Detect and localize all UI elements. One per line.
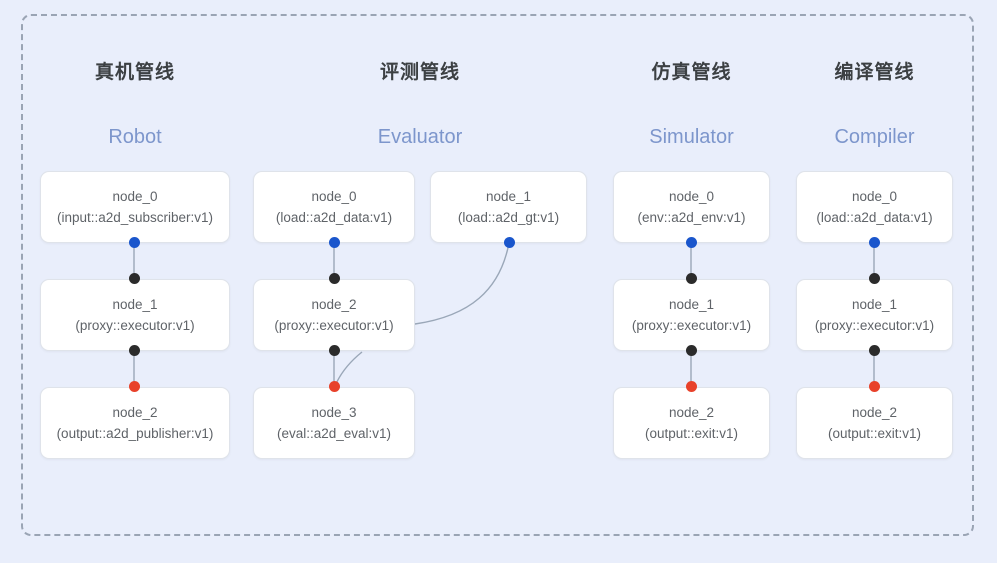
node-card-simulator-node_0[interactable]: node_0 (env::a2d_env:v1) (613, 171, 770, 243)
node-card-robot-node_0[interactable]: node_0 (input::a2d_subscriber:v1) (40, 171, 230, 243)
port-out-compiler-node_1[interactable] (869, 345, 880, 356)
node-type: (load::a2d_data:v1) (275, 209, 393, 225)
node-name: node_2 (112, 404, 158, 420)
node-name: node_2 (851, 404, 898, 420)
node-name: node_0 (851, 188, 898, 204)
node-card-compiler-node_2[interactable]: node_2 (output::exit:v1) (796, 387, 953, 459)
node-type: (proxy::executor:v1) (814, 317, 935, 333)
node-name: node_0 (668, 188, 715, 204)
node-type: (proxy::executor:v1) (274, 317, 394, 333)
node-card-evaluator-node_2[interactable]: node_2 (proxy::executor:v1) (253, 279, 415, 351)
port-input-robot-node_0[interactable] (129, 237, 140, 248)
node-type: (proxy::executor:v1) (75, 317, 195, 333)
node-name: node_0 (311, 188, 357, 204)
node-card-evaluator-node_1[interactable]: node_1 (load::a2d_gt:v1) (430, 171, 587, 243)
node-name: node_1 (485, 188, 532, 204)
node-type: (output::exit:v1) (827, 425, 922, 441)
port-output-evaluator-node_3[interactable] (329, 381, 340, 392)
node-card-simulator-node_1[interactable]: node_1 (proxy::executor:v1) (613, 279, 770, 351)
node-name: node_1 (112, 296, 158, 312)
port-output-robot-node_2[interactable] (129, 381, 140, 392)
node-card-compiler-node_1[interactable]: node_1 (proxy::executor:v1) (796, 279, 953, 351)
port-in-robot-node_1[interactable] (129, 273, 140, 284)
node-type: (proxy::executor:v1) (631, 317, 752, 333)
node-name: node_2 (311, 296, 357, 312)
node-type: (output::a2d_publisher:v1) (56, 425, 214, 441)
node-card-simulator-node_2[interactable]: node_2 (output::exit:v1) (613, 387, 770, 459)
port-input-simulator-node_0[interactable] (686, 237, 697, 248)
node-name: node_1 (851, 296, 898, 312)
node-card-robot-node_2[interactable]: node_2 (output::a2d_publisher:v1) (40, 387, 230, 459)
node-name: node_2 (668, 404, 715, 420)
port-input-compiler-node_0[interactable] (869, 237, 880, 248)
node-type: (eval::a2d_eval:v1) (276, 425, 392, 441)
diagram-dashed-boundary (21, 14, 974, 536)
port-output-simulator-node_2[interactable] (686, 381, 697, 392)
node-type: (load::a2d_data:v1) (816, 209, 933, 225)
node-card-robot-node_1[interactable]: node_1 (proxy::executor:v1) (40, 279, 230, 351)
port-in-simulator-node_1[interactable] (686, 273, 697, 284)
port-input-evaluator-node_1[interactable] (504, 237, 515, 248)
node-name: node_3 (311, 404, 357, 420)
node-card-evaluator-node_3[interactable]: node_3 (eval::a2d_eval:v1) (253, 387, 415, 459)
node-type: (input::a2d_subscriber:v1) (56, 209, 214, 225)
port-out-evaluator-node_2[interactable] (329, 345, 340, 356)
node-type: (load::a2d_gt:v1) (457, 209, 560, 225)
port-out-robot-node_1[interactable] (129, 345, 140, 356)
node-name: node_0 (112, 188, 158, 204)
node-type: (env::a2d_env:v1) (637, 209, 746, 225)
node-card-evaluator-node_0[interactable]: node_0 (load::a2d_data:v1) (253, 171, 415, 243)
port-in-evaluator-node_2[interactable] (329, 273, 340, 284)
node-type: (output::exit:v1) (644, 425, 739, 441)
port-output-compiler-node_2[interactable] (869, 381, 880, 392)
node-card-compiler-node_0[interactable]: node_0 (load::a2d_data:v1) (796, 171, 953, 243)
port-input-evaluator-node_0[interactable] (329, 237, 340, 248)
port-out-simulator-node_1[interactable] (686, 345, 697, 356)
port-in-compiler-node_1[interactable] (869, 273, 880, 284)
node-name: node_1 (668, 296, 715, 312)
